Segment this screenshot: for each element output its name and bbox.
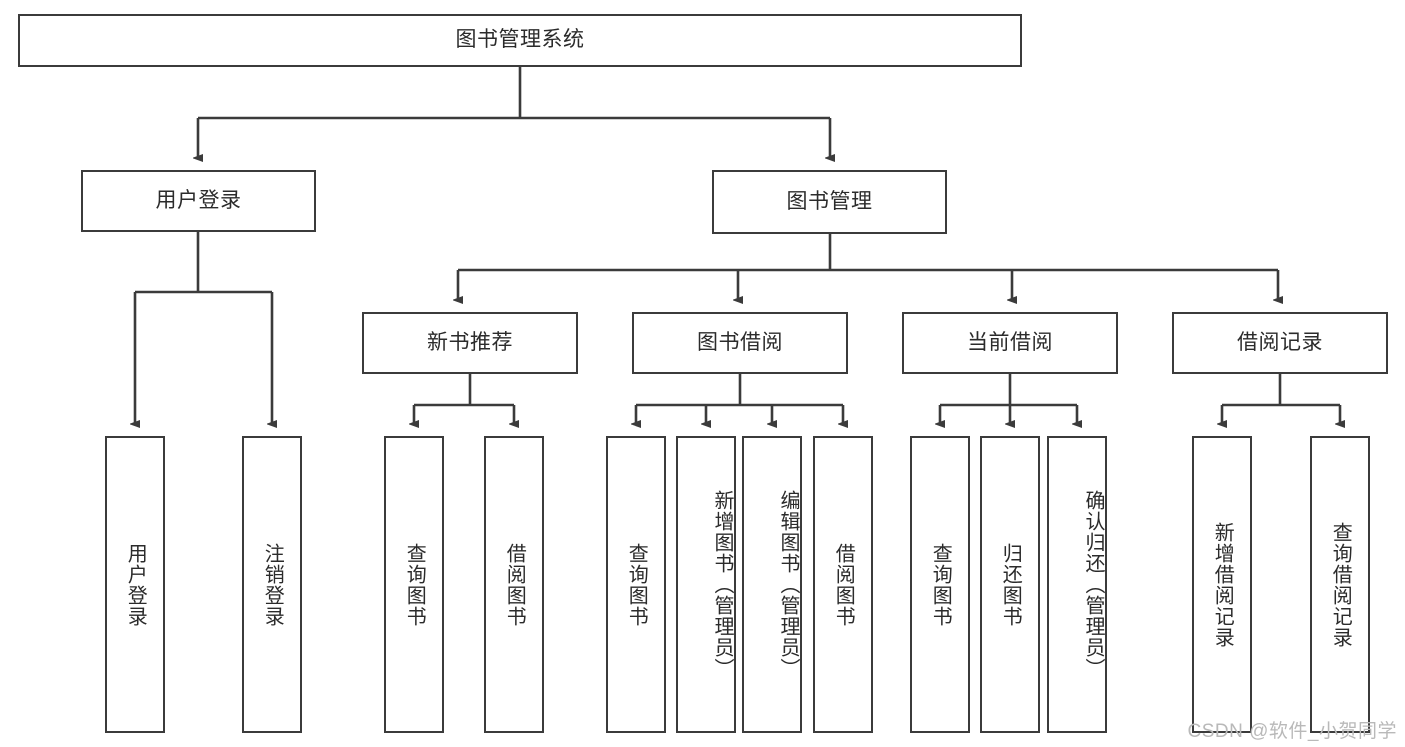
leaf-book-borrow-add-book-admin[interactable]: 新增图书（管理员） xyxy=(676,436,736,733)
node-label: 图书管理系统 xyxy=(455,28,585,52)
node-label: 注销登录 xyxy=(261,542,284,627)
node-user-login[interactable]: 用户登录 xyxy=(81,170,316,232)
node-label: 借阅图书 xyxy=(832,542,855,627)
node-label: 当前借阅 xyxy=(967,330,1053,354)
leaf-current-borrow-query-book[interactable]: 查询图书 xyxy=(910,436,970,733)
node-label: 查询图书 xyxy=(625,542,648,627)
node-label: 图书借阅 xyxy=(697,330,783,354)
node-new-book-recommend[interactable]: 新书推荐 xyxy=(362,312,578,374)
leaf-current-borrow-confirm-return-admin[interactable]: 确认归还（管理员） xyxy=(1047,436,1107,733)
node-label: 归还图书 xyxy=(999,542,1022,627)
node-label: 查询借阅记录 xyxy=(1329,521,1352,648)
node-book-management[interactable]: 图书管理 xyxy=(712,170,947,234)
node-label: 编辑图书（管理员） xyxy=(777,490,799,679)
leaf-user-login-login[interactable]: 用户登录 xyxy=(105,436,165,733)
node-label: 图书管理 xyxy=(786,189,873,213)
node-label: 查询图书 xyxy=(929,542,952,627)
node-label: 新增图书（管理员） xyxy=(711,490,733,679)
csdn-watermark: CSDN @软件_小贺同学 xyxy=(1187,721,1397,742)
node-label: 用户登录 xyxy=(124,542,147,627)
node-borrow-record[interactable]: 借阅记录 xyxy=(1172,312,1388,374)
leaf-user-login-logout[interactable]: 注销登录 xyxy=(242,436,302,733)
node-current-borrow[interactable]: 当前借阅 xyxy=(902,312,1118,374)
node-label: 新增借阅记录 xyxy=(1211,521,1234,648)
node-root-book-management-system[interactable]: 图书管理系统 xyxy=(18,14,1022,67)
node-label: 查询图书 xyxy=(403,542,426,627)
leaf-book-borrow-edit-book-admin[interactable]: 编辑图书（管理员） xyxy=(742,436,802,733)
leaf-new-book-borrow-book[interactable]: 借阅图书 xyxy=(484,436,544,733)
node-label: 新书推荐 xyxy=(427,330,513,354)
node-label: 借阅记录 xyxy=(1237,330,1323,354)
node-book-borrow[interactable]: 图书借阅 xyxy=(632,312,848,374)
leaf-current-borrow-return-book[interactable]: 归还图书 xyxy=(980,436,1040,733)
leaf-book-borrow-borrow-book[interactable]: 借阅图书 xyxy=(813,436,873,733)
node-label: 用户登录 xyxy=(155,188,242,212)
node-label: 借阅图书 xyxy=(503,542,526,627)
leaf-borrow-record-add-record[interactable]: 新增借阅记录 xyxy=(1192,436,1252,733)
node-label: 确认归还（管理员） xyxy=(1082,490,1104,679)
leaf-borrow-record-query-record[interactable]: 查询借阅记录 xyxy=(1310,436,1370,733)
leaf-book-borrow-query-book[interactable]: 查询图书 xyxy=(606,436,666,733)
leaf-new-book-query-book[interactable]: 查询图书 xyxy=(384,436,444,733)
